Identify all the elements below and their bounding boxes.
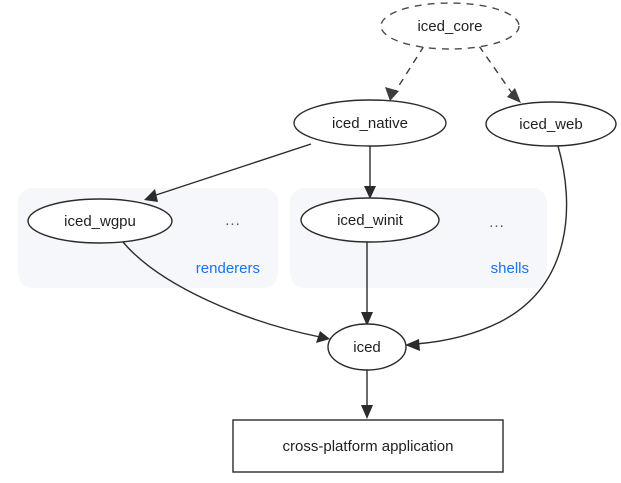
edge-native-to-winit-arrowhead [364,186,376,199]
edge-winit-to-iced [361,242,373,326]
node-iced-winit-label: iced_winit [337,212,404,229]
edge-native-to-wgpu-arrowhead [144,189,158,202]
node-iced-core[interactable]: iced_core [380,2,520,50]
node-application[interactable]: cross-platform application [232,419,504,473]
node-iced-shape[interactable] [327,323,407,371]
edge-iced-to-application-arrowhead [361,405,373,419]
edge-web-to-iced-line [415,145,568,345]
edge-core-to-web-arrowhead [507,88,521,103]
edge-native-to-wgpu-line [152,143,312,197]
edge-native-to-wgpu [144,143,312,202]
edge-core-to-native-line [392,45,425,96]
edge-winit-to-iced-arrowhead [361,312,373,326]
node-iced-label: iced [353,339,381,356]
node-iced-web[interactable]: iced_web [485,101,617,147]
cluster-shells-ellipsis: ... [489,214,505,231]
edge-iced-to-application [361,370,373,419]
node-iced[interactable]: iced [327,323,407,371]
edge-wgpu-to-iced [122,241,330,343]
edge-core-to-web [478,45,521,103]
node-iced-core-label: iced_core [417,18,482,35]
node-iced-winit-shape[interactable] [300,197,440,243]
edge-wgpu-to-iced-arrowhead [316,331,330,343]
node-iced-web-shape[interactable] [485,101,617,147]
node-application-shape[interactable] [232,419,504,473]
node-iced-core-shape[interactable] [380,2,520,50]
cluster-renderers-label: renderers [196,260,260,277]
edge-web-to-iced [405,145,568,351]
edge-web-to-iced-arrowhead [405,339,420,351]
cluster-renderers-ellipsis: ... [225,212,241,229]
node-iced-native-label: iced_native [332,115,408,132]
cluster-shells-label: shells [491,260,529,277]
edge-core-to-native-arrowhead [385,87,399,101]
node-iced-wgpu-label: iced_wgpu [64,213,136,230]
node-iced-wgpu[interactable]: iced_wgpu [27,198,173,244]
edge-core-to-web-line [478,45,515,97]
node-iced-web-label: iced_web [519,116,582,133]
node-iced-native-shape[interactable] [293,99,447,147]
node-iced-wgpu-shape[interactable] [27,198,173,244]
edge-native-to-winit [364,146,376,199]
edge-wgpu-to-iced-line [122,241,321,338]
node-application-label: cross-platform application [283,438,454,455]
node-iced-winit[interactable]: iced_winit [300,197,440,243]
edge-core-to-native [385,45,425,101]
node-iced-native[interactable]: iced_native [293,99,447,147]
